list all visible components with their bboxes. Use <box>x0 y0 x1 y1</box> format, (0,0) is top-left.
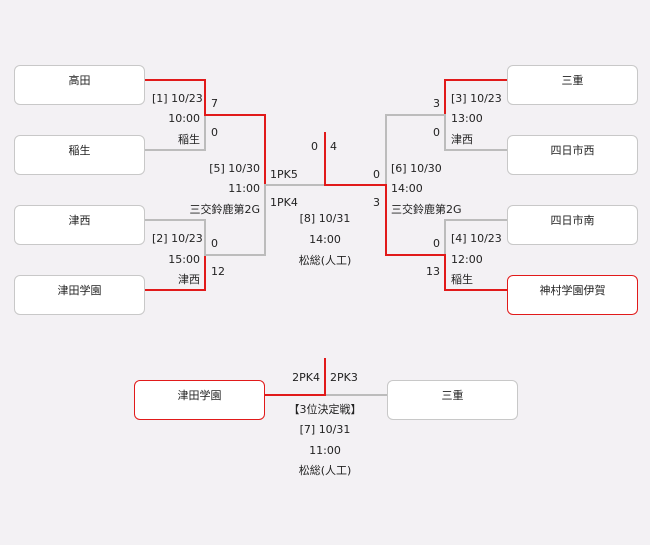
match-venue: 稲生 <box>451 273 473 286</box>
bracket-line <box>324 184 387 186</box>
score: 3 <box>373 196 380 209</box>
team-name: 津田学園 <box>57 284 102 297</box>
team-name: 神村学園伊賀 <box>539 284 606 297</box>
bracket-line <box>265 394 326 396</box>
team-box-mie[interactable]: 三重 <box>507 65 638 105</box>
bracket-line <box>145 219 206 221</box>
bracket-line <box>204 219 206 255</box>
match-time: 15:00 <box>168 253 200 266</box>
team-box-yokkaichi-nishi[interactable]: 四日市西 <box>507 135 638 175</box>
team-name: 津西 <box>68 214 91 227</box>
team-box-third-tsuda-gakuen[interactable]: 津田学園 <box>134 380 265 420</box>
match-label: [5] 10/30 <box>209 162 260 175</box>
bracket-line <box>264 184 325 186</box>
score: 0 <box>311 140 318 153</box>
bracket-line <box>145 289 206 291</box>
match-label: [6] 10/30 <box>391 162 442 175</box>
match-venue: 津西 <box>451 133 473 146</box>
score: 7 <box>211 97 218 110</box>
score: 3 <box>433 97 440 110</box>
match-time: 14:00 <box>309 233 341 246</box>
match-time: 12:00 <box>451 253 483 266</box>
team-name: 高田 <box>68 74 91 87</box>
team-box-tsunishi[interactable]: 津西 <box>14 205 145 245</box>
match-venue: 三交鈴鹿第2G <box>189 203 260 216</box>
bracket-line <box>264 184 266 256</box>
bracket-line <box>444 149 507 151</box>
team-box-tsuda-gakuen[interactable]: 津田学園 <box>14 275 145 315</box>
match-venue: 津西 <box>178 273 200 286</box>
match-time: 13:00 <box>451 112 483 125</box>
score: 12 <box>211 265 225 278</box>
team-name: 三重 <box>561 74 584 87</box>
score: 0 <box>211 237 218 250</box>
team-name: 稲生 <box>68 144 91 157</box>
bracket-line <box>264 114 266 185</box>
team-box-third-mie[interactable]: 三重 <box>387 380 518 420</box>
third-place-title: 【3位決定戦】 <box>288 403 362 416</box>
bracket-line <box>444 115 446 151</box>
match-time: 10:00 <box>168 112 200 125</box>
team-name: 津田学園 <box>177 389 222 402</box>
bracket-line <box>444 79 446 115</box>
score: 4 <box>330 140 337 153</box>
bracket-line <box>385 254 446 256</box>
match-time: 14:00 <box>391 182 423 195</box>
match-venue: 松総(人工) <box>298 464 352 477</box>
bracket-line <box>444 289 507 291</box>
bracket-line <box>444 219 507 221</box>
score: 13 <box>426 265 440 278</box>
score: 0 <box>433 126 440 139</box>
bracket-line <box>204 114 266 116</box>
team-name: 四日市西 <box>550 144 595 157</box>
score: 1PK4 <box>270 196 298 209</box>
match-label: [4] 10/23 <box>451 232 502 245</box>
match-label: [2] 10/23 <box>152 232 203 245</box>
score: 0 <box>373 168 380 181</box>
match-venue: 松総(人工) <box>298 254 352 267</box>
score: 0 <box>433 237 440 250</box>
bracket-line <box>204 79 206 115</box>
match-venue: 三交鈴鹿第2G <box>391 203 462 216</box>
team-box-inabe[interactable]: 稲生 <box>14 135 145 175</box>
bracket-line <box>385 114 446 116</box>
score: 1PK5 <box>270 168 298 181</box>
score: 2PK4 <box>292 371 320 384</box>
match-label: [8] 10/31 <box>299 212 351 225</box>
bracket-line <box>145 149 206 151</box>
team-name: 三重 <box>441 389 464 402</box>
bracket-line <box>326 394 387 396</box>
score: 2PK3 <box>330 371 358 384</box>
match-label: [7] 10/31 <box>299 423 351 436</box>
team-box-takada[interactable]: 高田 <box>14 65 145 105</box>
match-label: [3] 10/23 <box>451 92 502 105</box>
bracket-line <box>145 79 206 81</box>
match-label: [1] 10/23 <box>152 92 203 105</box>
match-time: 11:00 <box>309 444 341 457</box>
team-box-kamimura-iga[interactable]: 神村学園伊賀 <box>507 275 638 315</box>
bracket-line <box>324 358 326 396</box>
bracket-line <box>204 254 206 291</box>
bracket-line <box>324 132 326 186</box>
bracket-line <box>204 254 266 256</box>
match-time: 11:00 <box>228 182 260 195</box>
score: 0 <box>211 126 218 139</box>
bracket-line <box>444 219 446 255</box>
team-name: 四日市南 <box>550 214 595 227</box>
bracket-line <box>444 79 507 81</box>
bracket-line <box>444 254 446 291</box>
match-venue: 稲生 <box>178 133 200 146</box>
bracket-line <box>385 184 387 256</box>
team-box-yokkaichi-minami[interactable]: 四日市南 <box>507 205 638 245</box>
bracket-line <box>204 115 206 151</box>
bracket-line <box>385 114 387 185</box>
